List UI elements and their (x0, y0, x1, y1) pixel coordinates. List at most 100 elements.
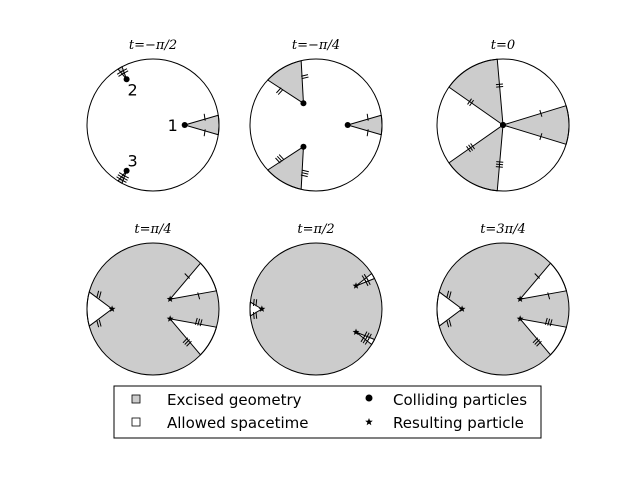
edge-tick (197, 292, 201, 300)
edge-tick (96, 290, 100, 298)
edge-tick (120, 68, 128, 73)
resulting-particle-star (166, 315, 174, 322)
edge-tick (496, 163, 504, 166)
edge-tick (469, 99, 475, 107)
resulting-particle-star (352, 282, 360, 289)
edge-tick (96, 320, 100, 328)
edge-tick (275, 157, 281, 164)
panel-title: t=−π/2 (129, 38, 177, 53)
resulting-particle-star (516, 295, 524, 303)
edge-tick (446, 320, 450, 328)
legend-label-allowed: Allowed spacetime (167, 414, 308, 432)
edge-tick (544, 317, 548, 325)
colliding-particle-dot (344, 122, 351, 128)
panel-title: t=0 (491, 38, 515, 53)
disk-fill (437, 243, 569, 375)
disk-outline (86, 242, 220, 376)
edge-tick (255, 299, 258, 307)
panel-title: t=π/4 (134, 222, 171, 237)
resulting-particle-star (458, 305, 466, 312)
edge-tick (366, 278, 371, 285)
resulting-particle-star (516, 315, 524, 322)
edge-tick (197, 318, 201, 326)
edge-tick (98, 319, 102, 327)
edge-tick (301, 169, 309, 173)
resulting-particle-star (166, 295, 174, 303)
edge-tick (118, 172, 126, 177)
edge-tick (255, 311, 258, 319)
edge-tick (495, 166, 503, 168)
edge-tick (252, 311, 255, 320)
disk-fill (87, 243, 219, 375)
edge-tick (184, 273, 190, 279)
colliding-particle-dot (500, 122, 506, 128)
edge-tick (468, 144, 473, 151)
edge-tick (470, 143, 476, 150)
edge-tick (252, 298, 255, 307)
panel-5: t=π/2 (249, 222, 383, 376)
edge-tick (547, 318, 551, 326)
disk-fill (87, 59, 219, 191)
colliding-particle-dot (181, 122, 188, 128)
legend-label-excised: Excised geometry (167, 391, 302, 409)
panel-title: t=π/2 (297, 222, 334, 237)
legend-marker-colliding (365, 394, 373, 402)
resulting-particle-star (258, 305, 266, 312)
edge-tick (364, 338, 370, 345)
edge-tick (301, 172, 309, 175)
edge-tick (547, 292, 551, 300)
disk-outline (436, 58, 570, 192)
panel-title: t=3π/4 (480, 222, 526, 237)
resulting-particle-star (352, 328, 360, 336)
panel-title: t=−π/4 (292, 38, 340, 53)
edge-tick (186, 340, 192, 347)
legend-label-resulting: Resulting particle (393, 414, 524, 432)
panel-4: t=π/4 (86, 222, 220, 376)
edge-tick (277, 89, 284, 95)
disk-fill (250, 243, 382, 375)
legend: Excised geometry Allowed spacetime Colli… (113, 385, 542, 439)
particle-label: 3 (128, 151, 138, 170)
colliding-particle-dot (123, 167, 130, 174)
edge-tick (466, 145, 471, 153)
colliding-particle-dot (300, 100, 307, 107)
legend-marker-resulting (365, 418, 373, 426)
edge-tick (278, 154, 285, 161)
edge-tick (276, 87, 282, 94)
panel-2: t=−π/4 (249, 38, 383, 192)
edge-tick (366, 129, 369, 137)
edge-tick (549, 319, 553, 327)
edge-tick (539, 133, 543, 141)
edge-tick (203, 113, 206, 121)
legend-label-colliding: Colliding particles (393, 391, 527, 409)
edge-tick (539, 109, 543, 117)
edge-tick (194, 317, 198, 325)
edge-tick (116, 176, 123, 181)
edge-tick (534, 339, 540, 345)
edge-tick (448, 291, 452, 299)
particle-label: 2 (128, 81, 138, 100)
colliding-particle-dot (123, 76, 130, 83)
disk-outline (249, 242, 383, 376)
disk-outline (86, 58, 220, 192)
edge-tick (98, 291, 102, 299)
edge-tick (467, 98, 472, 105)
legend-frame (113, 385, 542, 439)
edge-tick (446, 290, 450, 298)
edge-tick (496, 85, 504, 88)
colliding-particle-dot (300, 143, 307, 150)
edge-tick (496, 161, 504, 163)
edge-tick (117, 174, 125, 179)
edge-tick (276, 155, 283, 162)
edge-tick (199, 319, 203, 327)
disk-outline (249, 58, 383, 192)
legend-marker-allowed (131, 417, 141, 427)
edge-tick (448, 319, 452, 327)
edge-tick (121, 70, 129, 75)
edge-tick (532, 337, 539, 344)
edge-tick (536, 340, 542, 347)
panel-6: t=3π/4 (436, 222, 570, 376)
disk-outline (436, 242, 570, 376)
